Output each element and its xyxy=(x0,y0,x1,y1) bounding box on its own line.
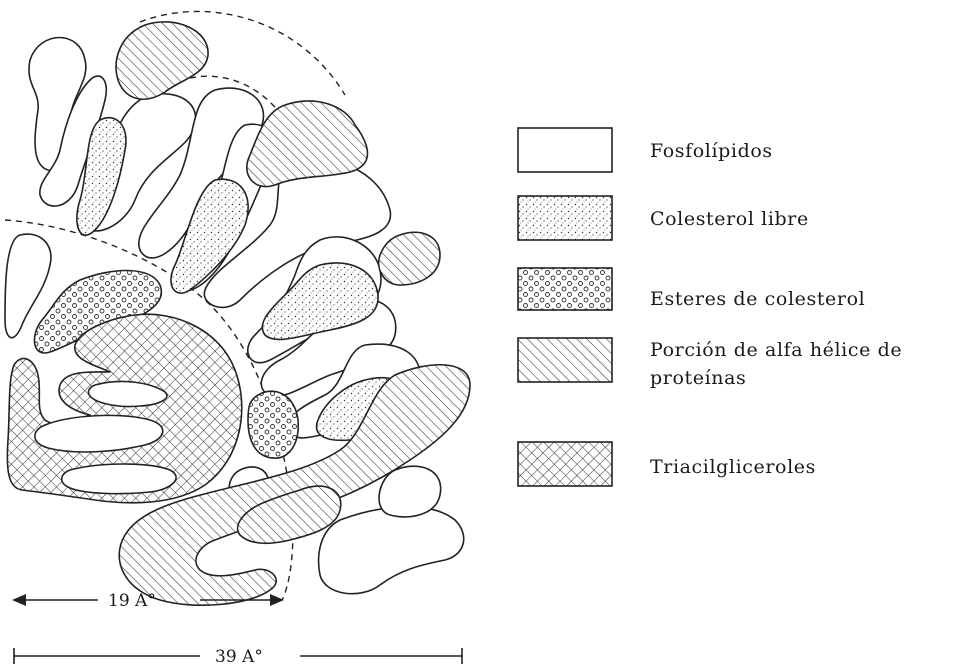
free-cholesterol-swatch xyxy=(518,196,612,240)
legend-item-triacylglycerol: Triacilgliceroles xyxy=(518,442,816,486)
legend-item-phospholipid: Fosfolípidos xyxy=(518,128,773,172)
legend-label-triacylglycerol: Triacilgliceroles xyxy=(650,456,816,478)
legend-item-free-cholesterol: Colesterol libre xyxy=(518,196,809,240)
legend-label-phospholipid: Fosfolípidos xyxy=(650,140,773,162)
cholesterol-ester-swatch xyxy=(518,268,612,310)
outer-scale-label: 39 A° xyxy=(215,647,263,665)
legend-label-free-cholesterol: Colesterol libre xyxy=(650,208,809,230)
alpha-helix-swatch xyxy=(518,338,612,382)
outer-scale-bar: 39 A° xyxy=(14,647,462,665)
triacylglycerol-swatch xyxy=(518,442,612,486)
legend-label-alpha-helix-line2: proteínas xyxy=(650,367,746,389)
phospholipid-swatch xyxy=(518,128,612,172)
legend-label-cholesterol-ester: Esteres de colesterol xyxy=(650,288,865,310)
inner-scale-label: 19 A° xyxy=(108,591,156,611)
legend-label-alpha-helix: Porción de alfa hélice de xyxy=(650,339,902,361)
legend-item-alpha-helix: Porción de alfa hélice de proteínas xyxy=(518,338,902,389)
legend-item-cholesterol-ester: Esteres de colesterol xyxy=(518,268,865,310)
legend: Fosfolípidos Colesterol libre Esteres de… xyxy=(518,128,902,486)
